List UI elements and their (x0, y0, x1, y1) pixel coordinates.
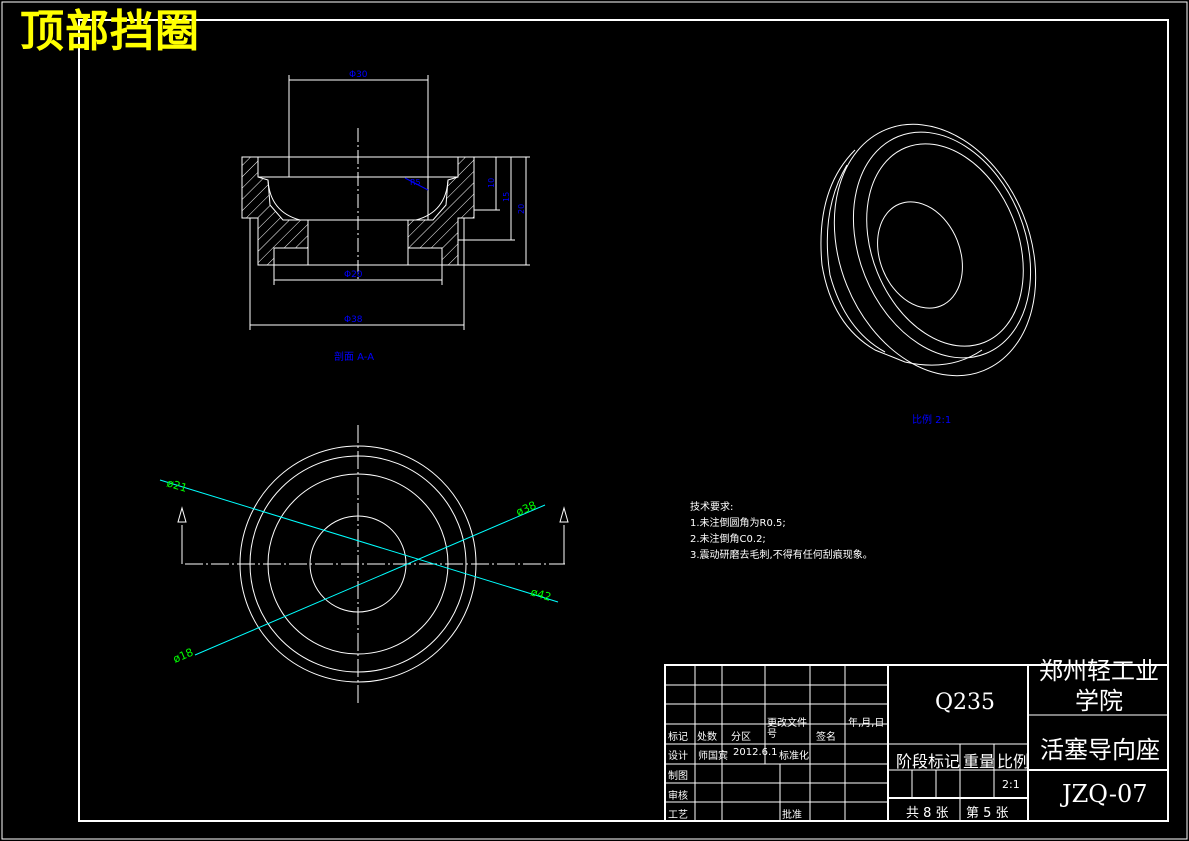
part-name: 活塞导向座 (1040, 736, 1160, 764)
isometric-view: 比例 2:1 (820, 123, 1037, 426)
approve-label: 批准 (782, 810, 802, 821)
drawing-frame (78, 19, 1169, 822)
weight-label: 重量 (963, 752, 996, 771)
drawing-number: JZQ-07 (1062, 780, 1148, 808)
tech-req-item: 2.未注倒角C0.2; (690, 534, 766, 545)
dim-d18: ø18 (171, 646, 195, 666)
scale-label: 比例 2:1 (912, 413, 951, 426)
dim-radius: R5 (410, 178, 421, 187)
col-label-count: 处数 (697, 732, 717, 743)
section-label: 剖面 A-A (334, 350, 374, 363)
process-label: 工艺 (668, 810, 688, 821)
stage-label: 阶段标记 (896, 752, 961, 771)
dim-d42: ø42 (529, 585, 553, 603)
check-label: 审核 (668, 791, 688, 802)
school-name: 郑州轻工业学院 (1039, 657, 1159, 715)
dim-d38: ø38 (514, 499, 538, 519)
tech-req-heading: 技术要求: (690, 502, 734, 513)
designer-name: 师国宾 (698, 751, 728, 762)
col-label-mark: 标记 (668, 732, 688, 743)
design-label: 设计 (668, 751, 688, 762)
col-label-sign: 签名 (816, 732, 836, 743)
dim-height-small: 10 (487, 178, 496, 188)
material: Q235 (935, 690, 996, 715)
page-title: 顶部挡圈 (20, 6, 200, 57)
sheets-total: 共 8 张 (906, 806, 949, 821)
dim-outer-bottom: Φ38 (344, 315, 363, 325)
design-date: 2012.6.1 (733, 747, 778, 758)
top-view: ø21 ø38 ø42 ø18 (159, 425, 569, 705)
scale-value: 2:1 (1002, 778, 1020, 791)
dim-top-width: Φ30 (349, 70, 368, 80)
col-label-change-doc: 更改文件号 (767, 718, 807, 740)
sheet-number: 第 5 张 (966, 806, 1009, 821)
standard-label: 标准化 (779, 751, 809, 762)
dim-height-total: 20 (517, 204, 526, 214)
draw-label: 制图 (668, 771, 688, 782)
dim-d21: ø21 (165, 476, 189, 494)
title-block-grid (664, 664, 1169, 822)
section-view: Φ30 Φ20 Φ38 R5 10 15 20 剖面 A-A (241, 70, 530, 363)
dim-height-mid: 15 (502, 192, 511, 202)
tech-req-item: 1.未注倒圆角为R0.5; (690, 518, 786, 529)
dim-inner-bottom: Φ20 (344, 270, 363, 280)
tech-requirements: 技术要求: 1.未注倒圆角为R0.5; 2.未注倒角C0.2; 3.震动研磨去毛… (690, 500, 873, 564)
tech-req-item: 3.震动研磨去毛刺,不得有任何刮痕现象。 (690, 550, 873, 561)
col-label-date: 年,月,日 (848, 718, 885, 729)
ratio-label: 比例 (997, 752, 1030, 771)
col-label-zone: 分区 (731, 732, 751, 743)
